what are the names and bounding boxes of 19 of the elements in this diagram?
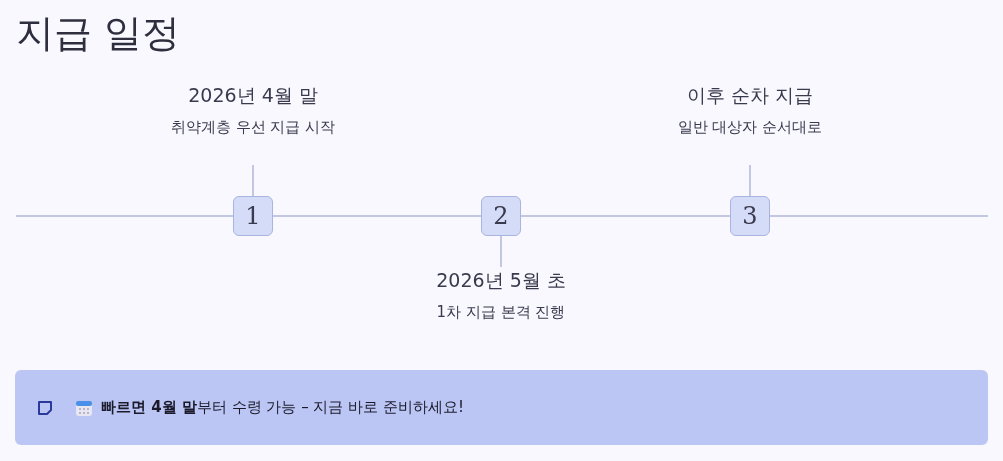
step-description: 일반 대상자 순서대로 xyxy=(677,117,823,138)
leader-line xyxy=(749,164,751,197)
date-heading: 2026년 4월 말 xyxy=(188,83,318,108)
leader-line xyxy=(500,235,502,268)
timeline-line xyxy=(15,215,234,217)
step-description: 1차 지급 본격 진행 xyxy=(436,302,566,323)
date-heading: 이후 순차 지급 xyxy=(686,83,814,108)
page-title: 지급 일정 xyxy=(16,10,181,57)
timeline-line xyxy=(520,215,731,217)
timeline-line xyxy=(769,215,989,217)
notice-banner xyxy=(15,370,988,445)
step-description: 취약계층 우선 지급 시작 xyxy=(170,117,336,138)
leader-line xyxy=(252,164,254,197)
date-heading: 2026년 5월 초 xyxy=(436,268,566,293)
step-number: 2 xyxy=(481,196,521,236)
notice-text: 빠르면 4월 말부터 수령 가능 – 지금 바로 준비하세요! xyxy=(101,398,464,417)
step-number: 1 xyxy=(233,196,273,236)
timeline-line xyxy=(272,215,482,217)
step-number: 3 xyxy=(730,196,770,236)
